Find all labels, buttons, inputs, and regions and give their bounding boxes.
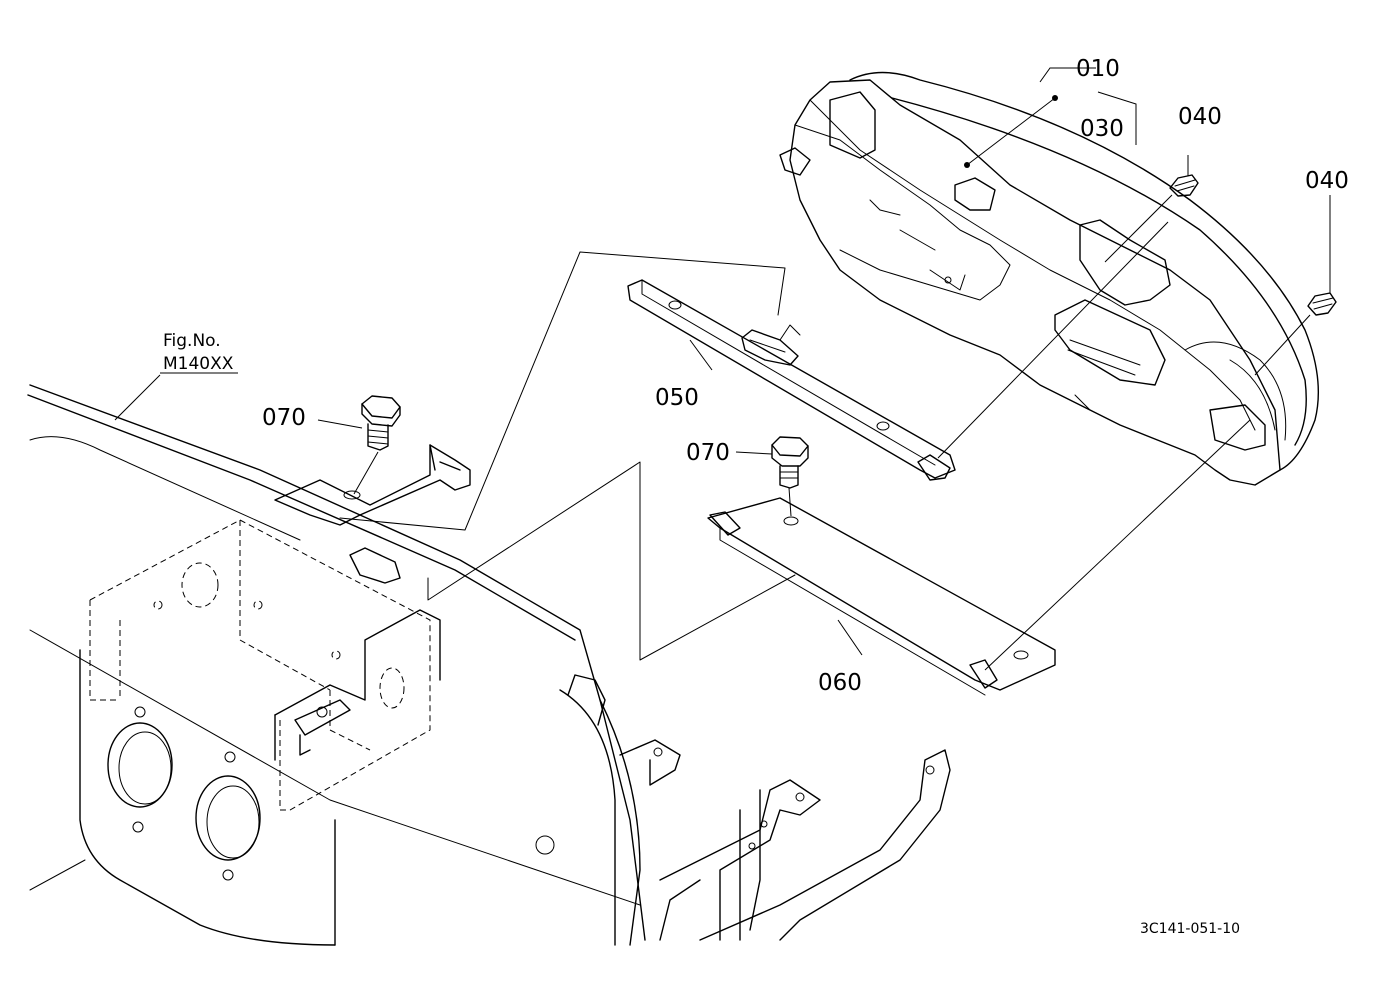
upper-mount-bracket	[274, 444, 471, 526]
label-060: 060	[818, 670, 862, 696]
label-010: 010	[1076, 56, 1120, 82]
label-040-upper: 040	[1178, 104, 1222, 130]
bolt-070-right	[735, 436, 809, 517]
fig-ref-line1: Fig.No.	[163, 331, 221, 351]
bracket-060	[707, 419, 1251, 696]
label-050: 050	[655, 385, 699, 411]
label-030: 030	[1080, 116, 1124, 142]
dashboard-panel	[27, 384, 951, 946]
fig-ref-callout	[114, 372, 238, 421]
label-070-right: 070	[686, 440, 730, 466]
screw-040-lower	[1254, 195, 1337, 376]
label-070-left: 070	[262, 405, 306, 431]
bolt-070-left	[317, 395, 401, 495]
bracket-050	[627, 221, 1169, 481]
label-040-lower: 040	[1305, 168, 1349, 194]
instrument-cluster	[779, 71, 1319, 486]
drawing-number: 3C141-051-10	[1140, 921, 1240, 937]
screw-040-upper	[1104, 155, 1199, 263]
group-outline	[339, 67, 1137, 661]
fig-ref-line2: M140XX	[163, 354, 234, 374]
